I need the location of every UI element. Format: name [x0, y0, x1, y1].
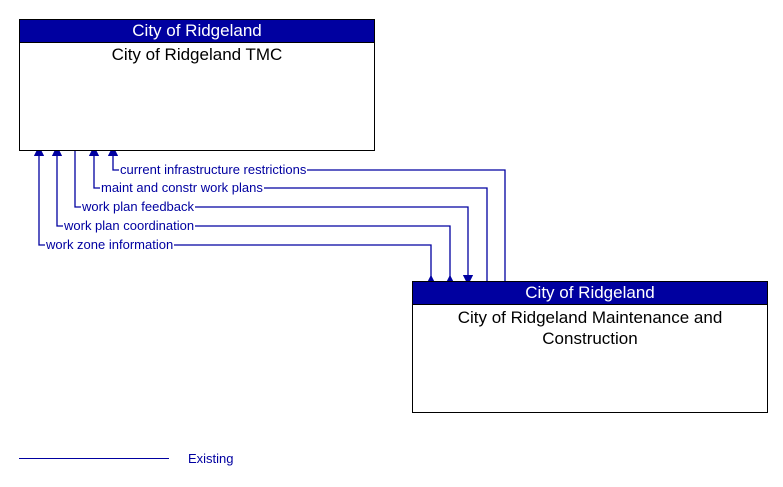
node-city-of-ridgeland-maintenance-and-construction[interactable]: City of Ridgeland City of Ridgeland Main…: [412, 281, 768, 413]
node-title: City of Ridgeland TMC: [111, 45, 283, 64]
flow-label-work-zone-information: work zone information: [45, 237, 175, 252]
node-city-of-ridgeland-tmc[interactable]: City of Ridgeland City of Ridgeland TMC: [19, 19, 375, 151]
legend-existing-label: Existing: [188, 451, 234, 466]
flow-label-work-plan-coordination: work plan coordination: [63, 218, 196, 233]
node-owner-header: City of Ridgeland: [20, 20, 374, 43]
node-owner-header: City of Ridgeland: [413, 282, 767, 305]
node-title: City of Ridgeland Maintenance and Constr…: [457, 308, 723, 348]
flow-label-work-plan-feedback: work plan feedback: [81, 199, 196, 214]
flow-line-work-zone-information[interactable]: [33, 145, 437, 286]
flow-label-maint-and-constr-work-plans: maint and constr work plans: [100, 180, 264, 195]
legend-existing-line: [19, 458, 169, 459]
flow-label-current-infrastructure-restrictions: current infrastructure restrictions: [119, 162, 308, 177]
